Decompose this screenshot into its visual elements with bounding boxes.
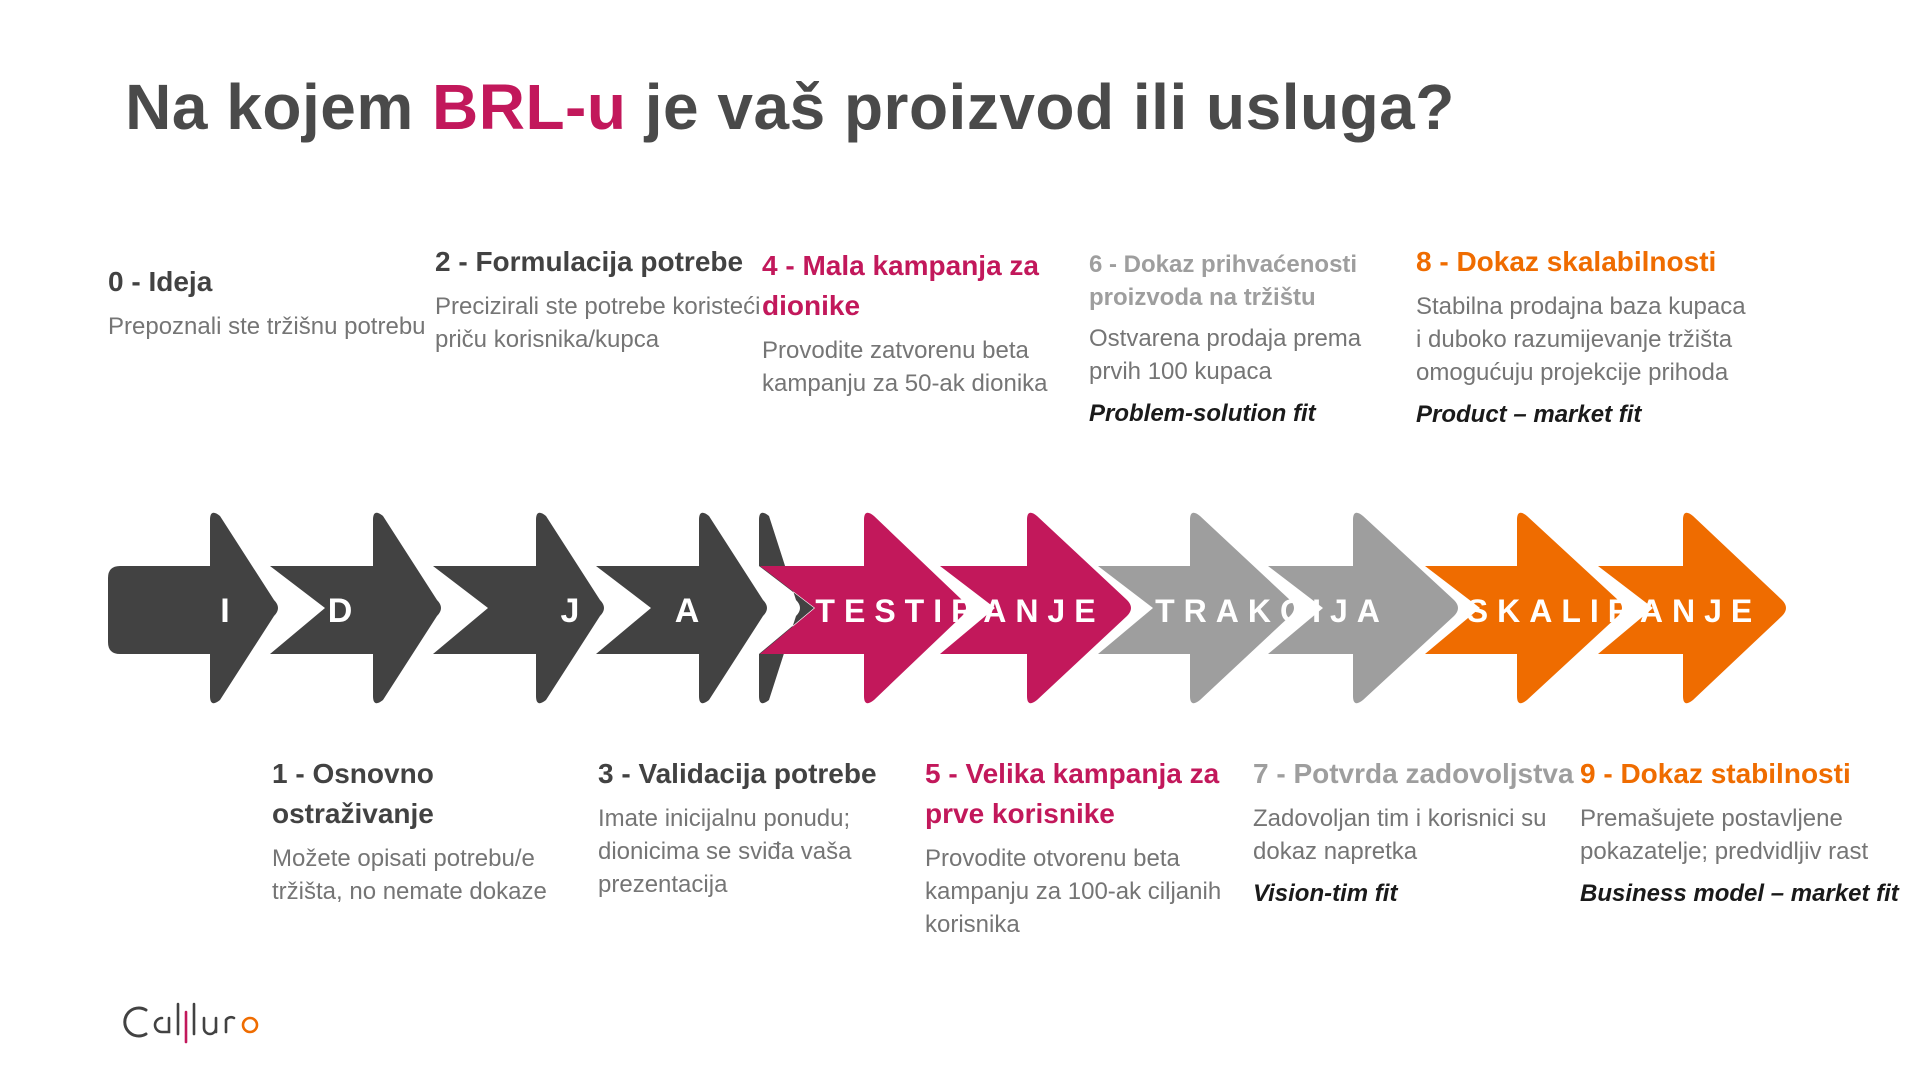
step-fit-label: Vision-tim fit [1253, 880, 1398, 907]
page-title: Na kojem BRL-u je vaš proizvod ili uslug… [0, 70, 1580, 144]
phase-arrow-testiranje-2 [940, 512, 1131, 704]
arrow-letter: E [449, 592, 472, 630]
step-heading: 2 - Formulacija potrebe [435, 246, 744, 277]
phase-arrow-trakcija-2 [1268, 512, 1458, 704]
step-description: Provodite zatvorenu beta kampanju za 50-… [762, 337, 1048, 397]
step-description: Provodite otvorenu beta kampanju za 100-… [925, 845, 1222, 938]
ideja-arrow-segment-4 [596, 512, 767, 704]
arrow-letter: A [675, 592, 700, 630]
title-highlight: BRL-u [432, 71, 627, 143]
ideja-arrow-segment-5 [759, 512, 814, 704]
step-heading: 0 - Ideja [108, 266, 213, 297]
step-fit-label: Business model – market fit [1580, 880, 1899, 907]
step-description: Stabilna prodajna baza kupaca i duboko r… [1416, 293, 1746, 386]
step-description: Imate inicijalnu ponudu; dionicima se sv… [598, 805, 852, 898]
phase-arrow-skaliranje-2 [1598, 512, 1786, 704]
step-description: Možete opisati potrebu/e tržišta, no nem… [272, 845, 547, 905]
step-description: Premašujete postavljene pokazatelje; pre… [1580, 805, 1869, 865]
step-heading: 9 - Dokaz stabilnosti [1580, 758, 1851, 789]
step-heading: 5 - Velika kampanja za prve korisnike [925, 758, 1220, 829]
step-fit-label: Problem-solution fit [1089, 400, 1316, 427]
step-description: Prepoznali ste tržišnu potrebu [108, 313, 426, 340]
arrow-letter: J [561, 592, 580, 630]
step-heading: 8 - Dokaz skalabilnosti [1416, 246, 1717, 277]
step-heading: 4 - Mala kampanja za dionike [762, 250, 1040, 321]
phase-arrow-trakcija-1 [1098, 512, 1294, 704]
ideja-arrow-segment-3 [433, 512, 604, 704]
phase-label-trakcija: TRAKCIJA [1155, 593, 1389, 629]
step-fit-label: Product – market fit [1416, 401, 1642, 428]
step-description: Precizirali ste potrebe koristeći priču … [435, 293, 761, 353]
phase-arrow-testiranje-1 [760, 512, 966, 704]
ideja-arrow-segment-1 [108, 512, 278, 704]
step-heading: 1 - Osnovno ostraživanje [272, 758, 434, 829]
title-suffix: je vaš proizvod ili usluga? [626, 71, 1455, 143]
step-heading: 7 - Potvrda zadovoljstva [1253, 758, 1574, 789]
step-heading: 6 - Dokaz prihvaćenosti proizvoda na trž… [1089, 251, 1358, 311]
ideja-arrow-segment-2 [270, 512, 441, 704]
title-prefix: Na kojem [125, 71, 432, 143]
phase-arrow-skaliranje-1 [1425, 512, 1622, 704]
step-description: Ostvarena prodaja prema prvih 100 kupaca [1089, 325, 1362, 385]
step-heading: 3 - Validacija potrebe [598, 758, 877, 789]
step-description: Zadovoljan tim i korisnici su dokaz napr… [1253, 805, 1547, 865]
calluro-logo [123, 1002, 259, 1044]
phase-label-skaliranje: SKALIRANJE [1467, 593, 1761, 629]
arrow-letter: D [328, 592, 353, 630]
brl-step: 6 - Dokaz prihvaćenosti proizvoda na trž… [1089, 248, 1419, 428]
phase-label-testiranje: TESTIRANJE [815, 593, 1104, 629]
arrow-letter: I [220, 592, 229, 630]
